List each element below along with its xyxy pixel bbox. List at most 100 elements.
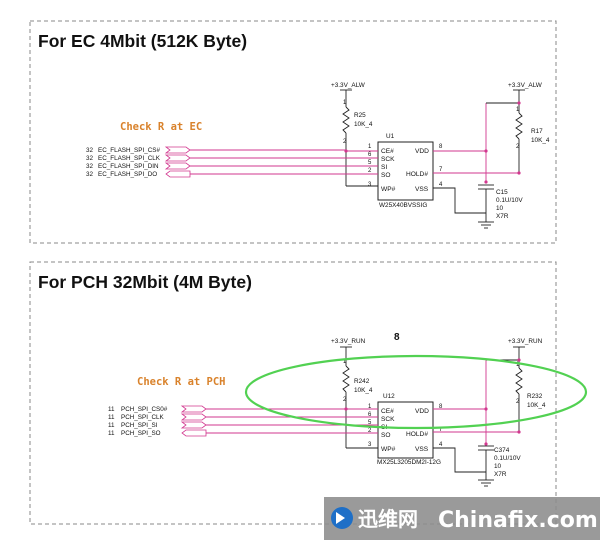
- net-ec-clk: 32 EC_FLASH_SPI_CLK: [86, 154, 191, 162]
- svg-text:PCH_SPI_CLK: PCH_SPI_CLK: [121, 414, 164, 421]
- net-pch-cs: 11 PCH_SPI_CS0#: [108, 405, 207, 413]
- resistor-val-r242: 10K_4: [354, 387, 373, 394]
- power-label-pch-left: +3.3V_RUN: [331, 338, 366, 345]
- section-frame-pch: [29, 261, 557, 525]
- net-pch-clk: 11 PCH_SPI_CLK: [108, 413, 207, 421]
- pin-num: 2: [368, 168, 372, 174]
- chip-ref-u1: U1: [386, 133, 395, 140]
- pin-num: 4: [439, 182, 443, 188]
- cap-dielectric-c15: X7R: [496, 213, 509, 220]
- svg-text:PCH_SPI_SI: PCH_SPI_SI: [121, 422, 158, 429]
- svg-text:1: 1: [343, 100, 347, 106]
- power-label-pch-right: +3.3V_RUN: [508, 338, 543, 345]
- pin-num: 1: [368, 144, 372, 150]
- power-label-ec-left: +3.3V_ALW: [331, 82, 366, 89]
- svg-text:1: 1: [516, 107, 520, 113]
- annotation-pch: Check R at PCH: [137, 376, 226, 388]
- svg-text:32: 32: [86, 155, 94, 162]
- resistor-ref-r232: R232: [527, 393, 543, 400]
- resistor-r17: 1 2: [515, 107, 523, 150]
- svg-text:11: 11: [108, 422, 115, 429]
- pin-wp: WP#: [381, 186, 396, 193]
- watermark: 迅维网 Chinafix.com: [324, 497, 600, 540]
- pin-num: 5: [368, 160, 372, 166]
- chip-part-u1: W25X40BVSSIG: [379, 202, 427, 209]
- cap-val-c374: 0.1U/10V: [494, 455, 521, 462]
- svg-text:PCH_SPI_SO: PCH_SPI_SO: [121, 430, 161, 437]
- section-title-ec: For EC 4Mbit (512K Byte): [38, 31, 247, 51]
- watermark-en: Chinafix.com: [438, 508, 598, 533]
- svg-text:EC_FLASH_SPI_CLK: EC_FLASH_SPI_CLK: [98, 155, 161, 162]
- pin-hold: HOLD#: [406, 431, 428, 438]
- resistor-ref-r17: R17: [531, 128, 543, 135]
- svg-text:32: 32: [86, 147, 94, 154]
- resistor-r232: 1 2: [515, 362, 523, 405]
- watermark-cn: 迅维网: [358, 507, 418, 531]
- net-ec-cs: 32 EC_FLASH_SPI_CS#: [86, 146, 191, 154]
- chip-u12: [377, 401, 434, 459]
- svg-text:11: 11: [108, 430, 115, 437]
- pin-ce: CE#: [381, 148, 394, 155]
- pin-vdd: VDD: [415, 148, 429, 155]
- svg-text:EC_FLASH_SPI_DO: EC_FLASH_SPI_DO: [98, 171, 157, 178]
- pin-num: 4: [439, 442, 443, 448]
- pin-vss: VSS: [415, 186, 429, 193]
- resistor-val-r25: 10K_4: [354, 121, 373, 128]
- pin-vss: VSS: [415, 446, 429, 453]
- pin-wp: WP#: [381, 446, 396, 453]
- pin-hold: HOLD#: [406, 171, 428, 178]
- resistor-r242: 1 2: [342, 359, 350, 403]
- pin-sck: SCK: [381, 156, 395, 163]
- resistor-r25: 1 2: [342, 100, 350, 145]
- section-pch: For PCH 32Mbit (4M Byte) Check R at PCH …: [29, 261, 588, 525]
- cap-size-c15: 10: [496, 205, 504, 212]
- pin-num: 3: [368, 182, 372, 188]
- svg-text:1: 1: [516, 362, 520, 368]
- pin-num: 7: [439, 427, 443, 433]
- net-pch-so: 11 PCH_SPI_SO: [108, 429, 207, 437]
- svg-text:2: 2: [343, 397, 347, 403]
- pin-num: 1: [368, 404, 372, 410]
- pin-num: 8: [439, 144, 443, 150]
- net-ec-din: 32 EC_FLASH_SPI_DIN: [86, 162, 191, 170]
- pin-num: 3: [368, 442, 372, 448]
- resistor-ref-r25: R25: [354, 112, 366, 119]
- annotation-ec: Check R at EC: [120, 121, 202, 133]
- section-ec: For EC 4Mbit (512K Byte) Check R at EC +…: [29, 20, 557, 244]
- pin-vdd: VDD: [415, 408, 429, 415]
- svg-text:EC_FLASH_SPI_DIN: EC_FLASH_SPI_DIN: [98, 163, 159, 170]
- pin-sck: SCK: [381, 416, 395, 423]
- svg-text:11: 11: [108, 406, 115, 413]
- resistor-val-r17: 10K_4: [531, 137, 550, 144]
- svg-text:2: 2: [516, 399, 520, 405]
- cap-ref-c374: C374: [494, 447, 510, 454]
- chip-ref-u12: U12: [383, 393, 395, 400]
- svg-text:32: 32: [86, 171, 94, 178]
- power-label-ec-right: +3.3V_ALW: [508, 82, 543, 89]
- pin-num: 8: [439, 404, 443, 410]
- resistor-ref-r242: R242: [354, 378, 370, 385]
- pin-num: 7: [439, 167, 443, 173]
- pin-so: SO: [381, 172, 391, 179]
- svg-text:EC_FLASH_SPI_CS#: EC_FLASH_SPI_CS#: [98, 147, 160, 154]
- svg-text:1: 1: [343, 359, 347, 365]
- svg-text:11: 11: [108, 414, 115, 421]
- cap-val-c15: 0.1U/10V: [496, 197, 523, 204]
- pin-num: 2: [368, 428, 372, 434]
- resistor-val-r232: 10K_4: [527, 402, 546, 409]
- section-frame-ec: [29, 20, 557, 244]
- marker-label: 8: [394, 332, 400, 343]
- pin-si: SI: [381, 164, 387, 171]
- pin-ce: CE#: [381, 408, 394, 415]
- section-title-pch: For PCH 32Mbit (4M Byte): [38, 272, 252, 292]
- pin-num: 6: [368, 152, 372, 158]
- pin-num: 6: [368, 412, 372, 418]
- net-ec-do: 32 EC_FLASH_SPI_DO: [86, 170, 191, 178]
- svg-text:2: 2: [343, 139, 347, 145]
- cap-size-c374: 10: [494, 463, 502, 470]
- chip-u1: [377, 141, 434, 201]
- cap-ref-c15: C15: [496, 189, 508, 196]
- svg-text:32: 32: [86, 163, 94, 170]
- pin-num: 5: [368, 420, 372, 426]
